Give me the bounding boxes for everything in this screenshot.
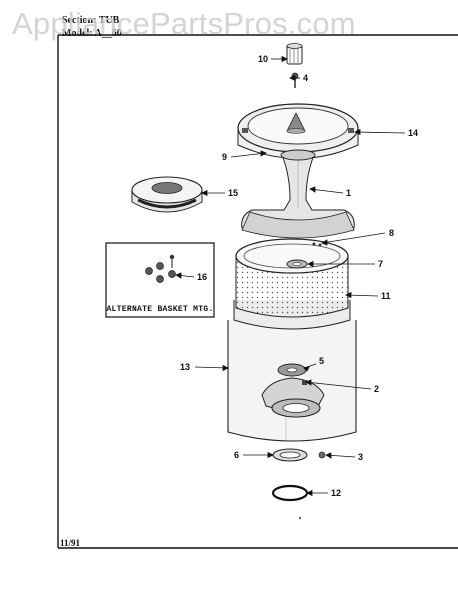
callout-1: 1 <box>346 188 352 198</box>
callout-16: 16 <box>197 272 208 282</box>
callout-8: 8 <box>389 228 395 238</box>
callout-4: 4 <box>303 73 309 83</box>
callout-13: 13 <box>180 362 191 372</box>
callout-15: 15 <box>228 188 239 198</box>
watermark: AppliancePartsPros.com <box>12 6 356 41</box>
callout-12: 12 <box>331 488 342 498</box>
callout-11: 11 <box>381 291 391 301</box>
callout-9: 9 <box>222 152 228 162</box>
callout-5: 5 <box>319 356 325 366</box>
section-label: Section: <box>62 15 97 26</box>
callout-7: 7 <box>378 259 384 269</box>
part-nut <box>318 451 326 459</box>
callout-leaders <box>175 55 406 497</box>
callout-6: 6 <box>234 450 240 460</box>
part-gasket <box>272 448 308 462</box>
callout-10: 10 <box>258 54 269 64</box>
part-seal <box>131 176 203 213</box>
footer-date: 11/91 <box>60 538 81 548</box>
model-value: A__60 <box>94 28 122 39</box>
callout-3: 3 <box>358 452 364 462</box>
part-basket <box>235 238 349 318</box>
callout-2: 2 <box>374 384 380 394</box>
model-label: Model: <box>62 28 93 39</box>
part-agitator <box>241 149 355 239</box>
part-basket-hub <box>312 242 322 247</box>
model-heading: Model: A__60 <box>62 28 122 39</box>
alternate-mounting-inset <box>105 242 215 318</box>
section-heading: Section: TUB <box>62 15 119 26</box>
part-o-ring <box>271 484 309 502</box>
callout-14: 14 <box>408 128 419 138</box>
alternate-mounting-caption: ALTERNATE BASKET MTG. <box>106 305 214 314</box>
part-cap <box>286 43 303 65</box>
section-value: TUB <box>98 15 120 26</box>
part-hub-washer <box>286 259 308 269</box>
part-drive-hub <box>261 363 325 418</box>
